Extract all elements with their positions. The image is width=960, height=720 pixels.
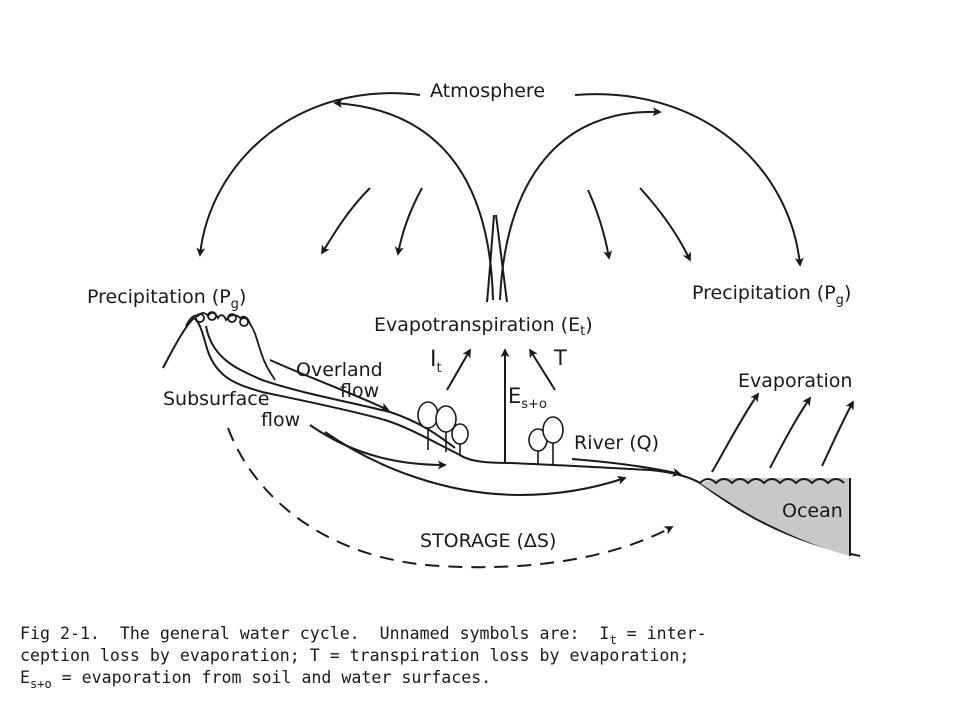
mountain-peaks <box>185 311 276 381</box>
figure-caption-line-3: Es+o = evaporation from soil and water s… <box>20 668 492 691</box>
precipitation-arrow-2 <box>394 187 423 256</box>
overland-flow-label-line1: Overland <box>296 359 383 381</box>
overland-flow-label-line2: flow <box>340 380 379 402</box>
interception-label: It <box>430 347 442 376</box>
ocean-evaporation-arrow-3 <box>821 400 854 467</box>
overland-flow-arrow <box>269 359 390 411</box>
precipitation-arrow-3 <box>587 189 613 260</box>
river-label: River (Q) <box>574 432 659 454</box>
interception-arrow <box>446 348 471 391</box>
figure-caption-line-2: ception loss by evaporation; T = transpi… <box>20 646 690 665</box>
atmosphere-left-loop-arrow <box>333 98 494 301</box>
trees-right <box>528 416 564 464</box>
precipitation-right-label: Precipitation (Pg) <box>692 282 851 308</box>
ocean-body <box>700 478 850 556</box>
precipitation-arrow-1 <box>321 187 371 255</box>
atmosphere-label: Atmosphere <box>430 80 545 102</box>
ocean-evaporation-arrow-2 <box>769 396 812 469</box>
storage-dashed-arrow <box>227 427 674 569</box>
evapotranspiration-label: Evapotranspiration (Et) <box>374 314 593 339</box>
precipitation-arrow-4 <box>639 187 691 262</box>
transpiration-label: T <box>553 346 567 370</box>
atmosphere-outer-right-arc-arrow <box>574 93 804 267</box>
subsurface-contour <box>205 325 456 449</box>
evaporation-label: Evaporation <box>738 370 852 392</box>
land-surface <box>162 316 861 557</box>
storage-flow-arrow <box>324 431 627 497</box>
subsurface-flow-arrow <box>309 424 447 470</box>
storage-label: STORAGE (ΔS) <box>420 530 556 552</box>
transpiration-arrow <box>529 348 556 391</box>
evapotranspiration-strand-1 <box>486 214 495 303</box>
precipitation-left-label: Precipitation (Pg) <box>87 286 246 312</box>
trees-left <box>417 401 469 456</box>
ocean-waves <box>699 478 845 485</box>
subsurface-flow-label-line2: flow <box>261 409 300 431</box>
ocean-label: Ocean <box>782 500 843 522</box>
river-arrow <box>571 458 682 477</box>
evapotranspiration-strand-2 <box>495 214 508 303</box>
atmosphere-outer-left-arc-arrow <box>196 92 421 257</box>
subsurface-flow-label-line1: Subsurface <box>163 388 269 410</box>
atmosphere-right-loop-arrow <box>499 107 662 301</box>
ocean-evaporation-arrow-1 <box>711 392 760 473</box>
soil-water-evaporation-label: Es+o <box>508 384 547 412</box>
figure-caption-line-1: Fig 2-1. The general water cycle. Unname… <box>20 624 707 647</box>
